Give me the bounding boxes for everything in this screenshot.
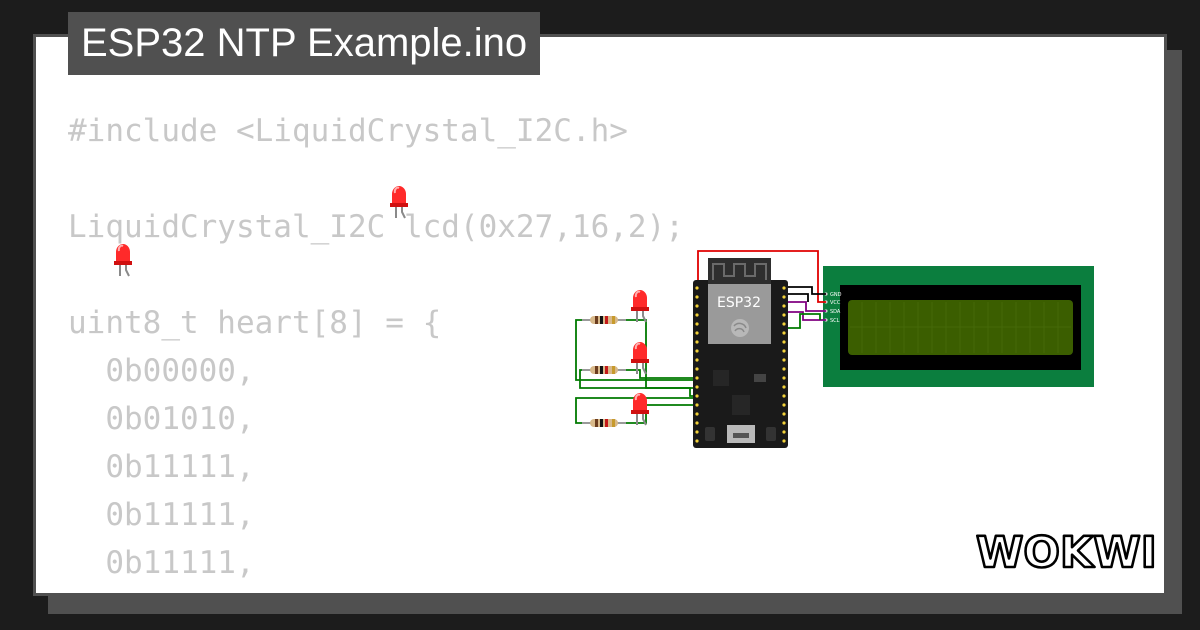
lcd-display[interactable]: GND VCC SDA SCL bbox=[823, 266, 1094, 387]
esp32-chip-label: ESP32 bbox=[717, 295, 761, 311]
code-line: 0b11111, bbox=[68, 545, 255, 581]
lcd-pin-label: VCC bbox=[830, 300, 841, 306]
code-line: 0b11111, bbox=[68, 449, 255, 485]
resistor-component[interactable] bbox=[581, 365, 627, 375]
lcd-pin-label: GND bbox=[830, 292, 842, 298]
code-line: 0b01010, bbox=[68, 401, 255, 437]
lcd-pin-label: SDA bbox=[830, 309, 841, 315]
esp32-board[interactable]: ESP32 bbox=[693, 258, 788, 448]
code-line: 0b11111, bbox=[68, 497, 255, 533]
lcd-pin-label: SCL bbox=[830, 318, 840, 324]
code-line: uint8_t heart[8] = { bbox=[68, 305, 442, 341]
resistor-component[interactable] bbox=[581, 315, 627, 325]
led-component[interactable] bbox=[630, 289, 650, 323]
code-line: #include <LiquidCrystal_I2C.h> bbox=[68, 113, 628, 149]
led-component[interactable] bbox=[113, 243, 133, 277]
project-title: ESP32 NTP Example.ino bbox=[68, 12, 541, 75]
code-line: LiquidCrystal_I2C lcd(0x27,16,2); bbox=[68, 209, 684, 245]
code-line: 0b00000, bbox=[68, 353, 255, 389]
code-preview: #include <LiquidCrystal_I2C.h> LiquidCrys… bbox=[68, 107, 684, 593]
led-component[interactable] bbox=[389, 185, 409, 219]
wokwi-logo: WOKWI bbox=[976, 528, 1157, 578]
resistor-component[interactable] bbox=[581, 418, 627, 428]
